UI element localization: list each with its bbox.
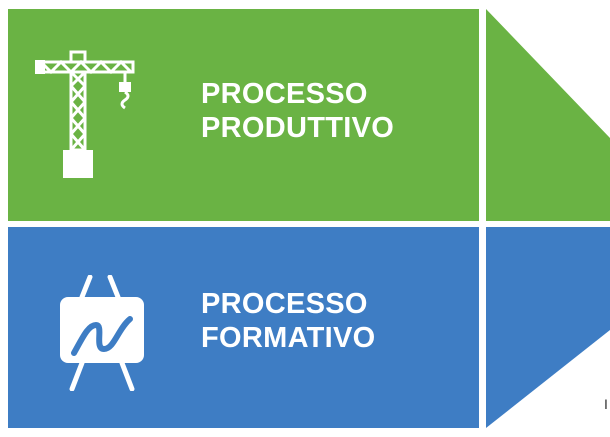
process-label-produttivo: PROCESSO PRODUTTIVO <box>201 77 394 145</box>
process-block-produttivo: PROCESSO PRODUTTIVO <box>8 9 479 221</box>
label-line: PROCESSO <box>201 288 368 320</box>
process-block-formativo: PROCESSO FORMATIVO <box>8 227 479 428</box>
edge-text: I <box>604 396 608 412</box>
easel-icon <box>60 275 144 391</box>
process-label-formativo: PROCESSO FORMATIVO <box>201 287 376 355</box>
label-line: FORMATIVO <box>201 322 376 354</box>
label-line: PROCESSO <box>201 78 368 110</box>
crane-icon <box>35 50 135 178</box>
arrow-top-segment <box>486 9 610 221</box>
label-line: PRODUTTIVO <box>201 112 395 144</box>
arrow-bottom-segment <box>486 227 610 428</box>
